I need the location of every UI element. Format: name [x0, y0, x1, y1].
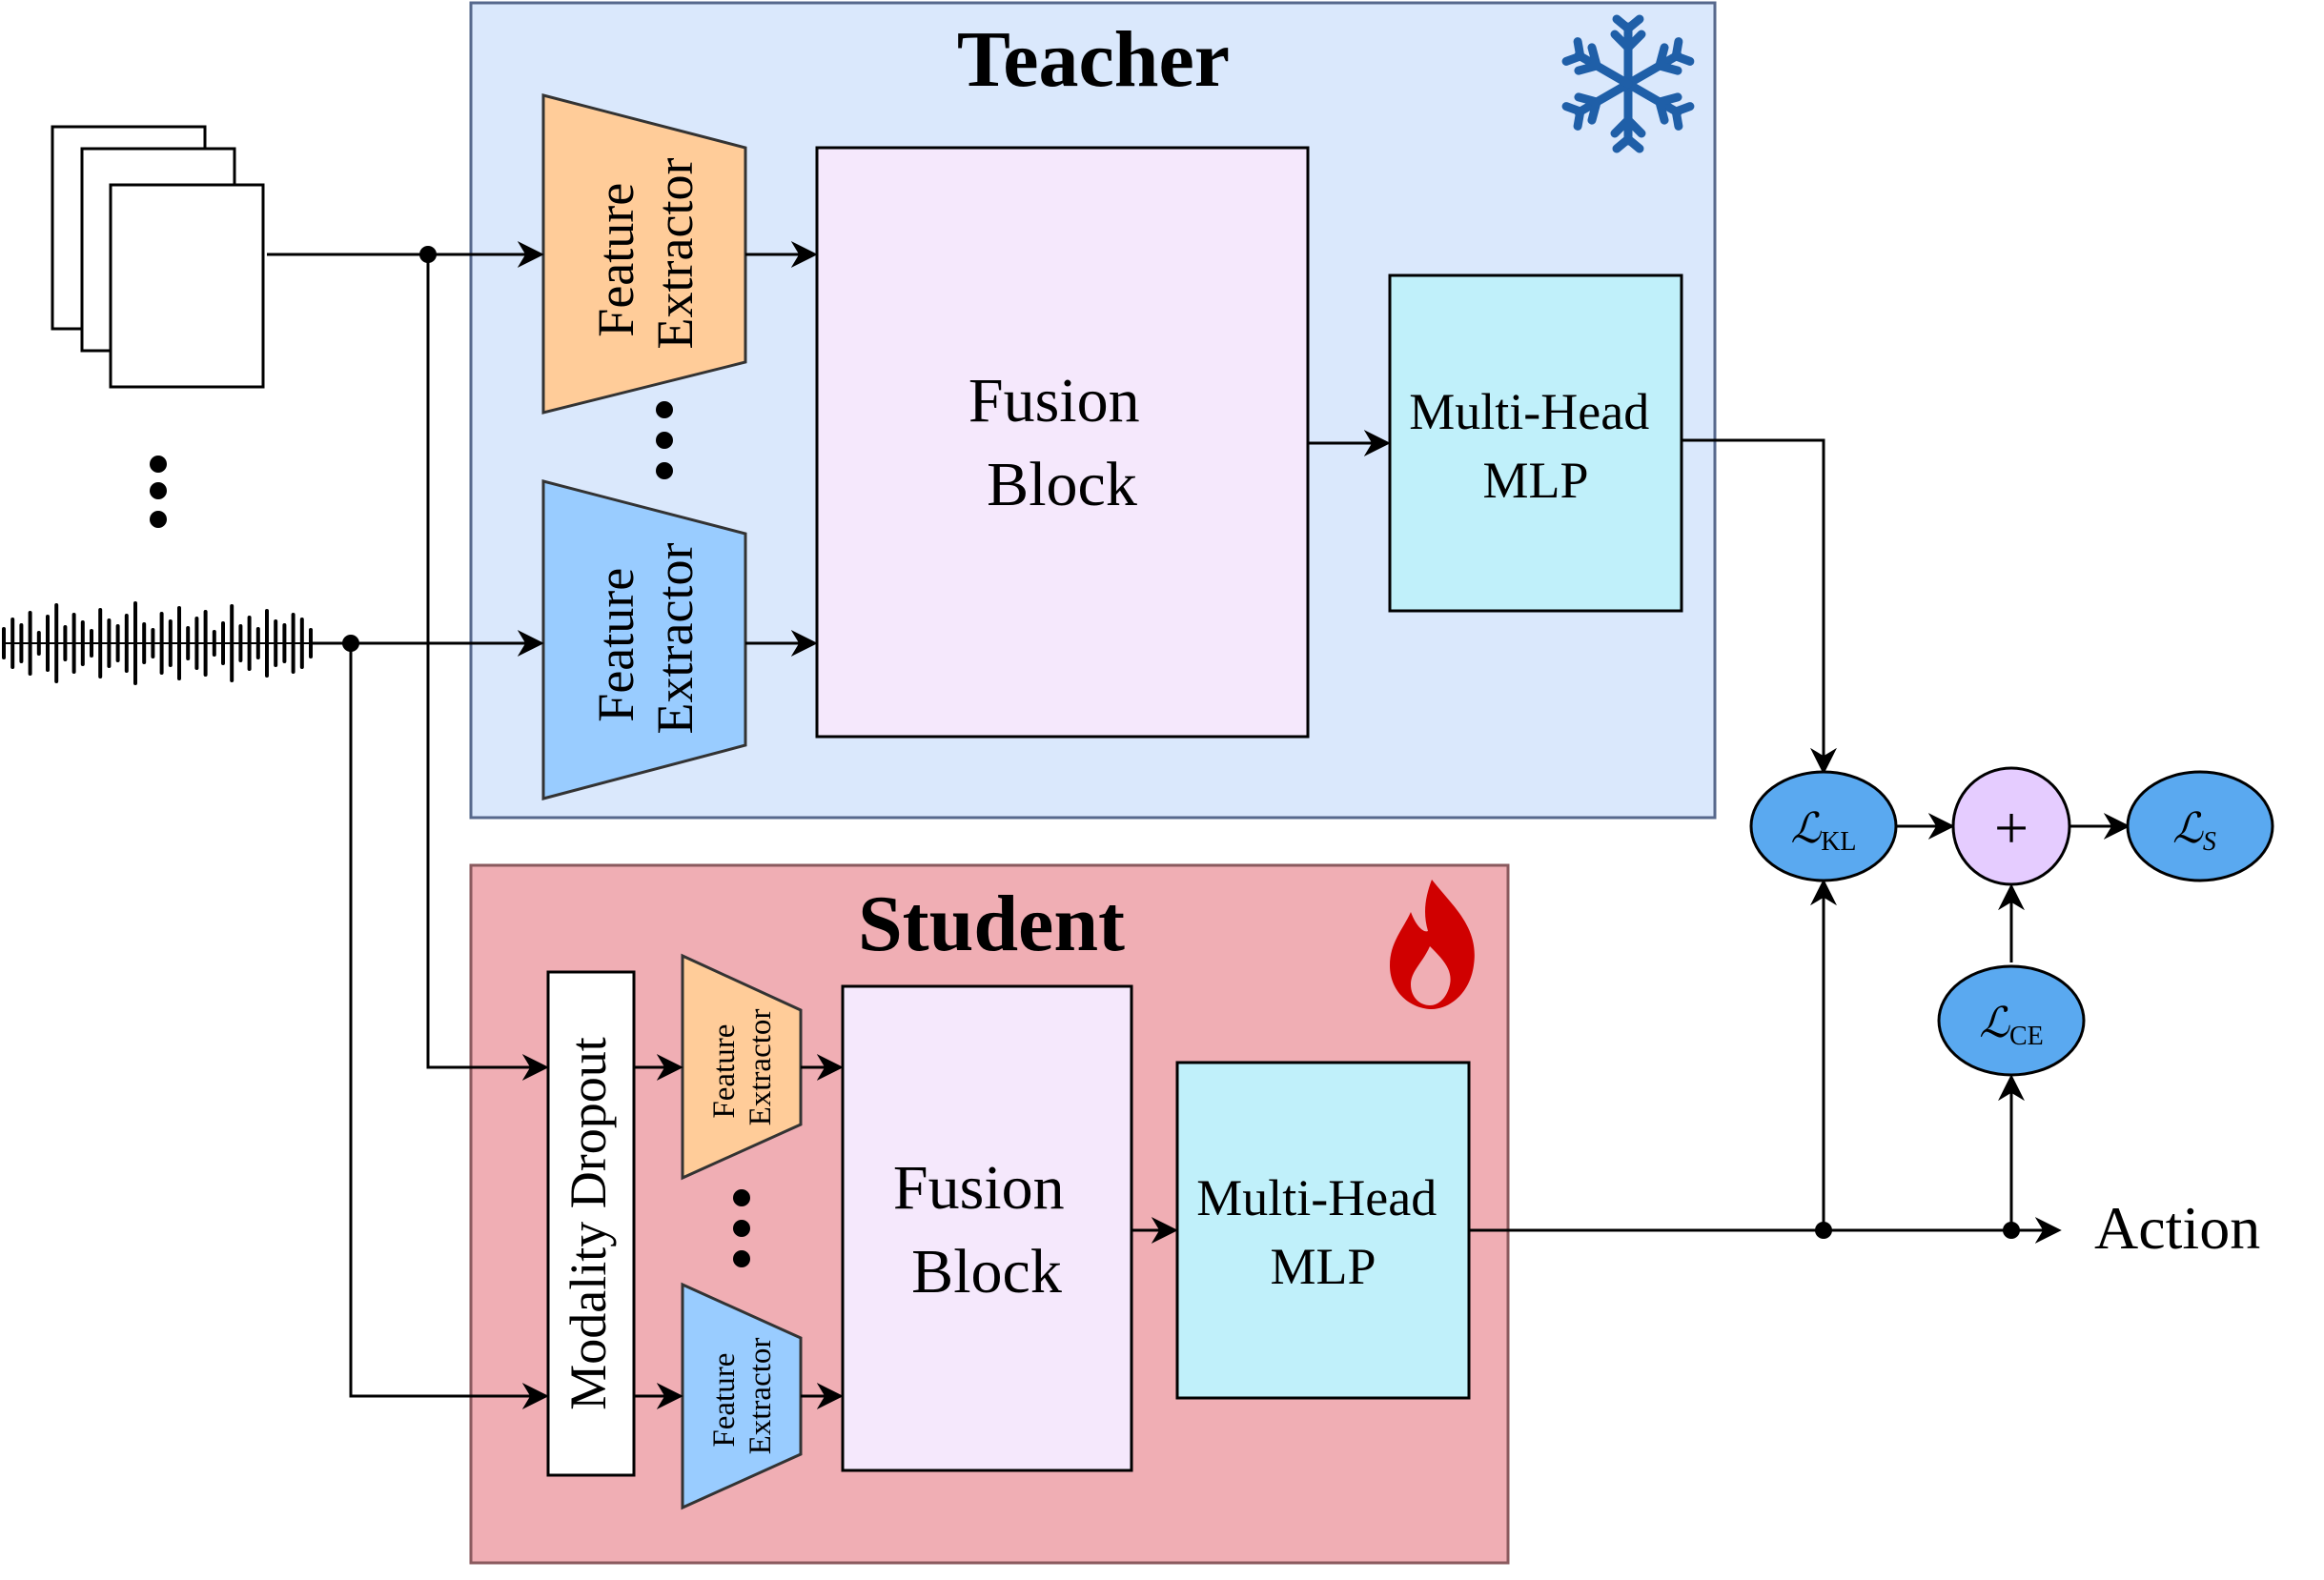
junction-dots [342, 246, 437, 652]
svg-text:Fusion Block: Fusion Block [893, 1153, 1080, 1307]
loss-ce-node: ℒCE [1937, 964, 2086, 1077]
student-mlp-line1: Multi-Head [1196, 1169, 1437, 1226]
student-fusion-block: Fusion Block [841, 984, 1133, 1472]
sum-symbol: + [1994, 794, 2028, 861]
student-fe2-line1: Feature [707, 1353, 742, 1448]
svg-text:Fusion Block: Fusion Block [968, 366, 1155, 519]
teacher-fe1-line1: Feature [587, 183, 644, 337]
student-arrows [634, 1054, 1178, 1409]
student-title: Student [858, 880, 1125, 968]
svg-text:Feature Extractor: Feature Extractor [707, 1338, 778, 1455]
teacher-fe2-line1: Feature [587, 568, 644, 722]
loss-s-symbol: ℒ [2172, 805, 2204, 852]
svg-text:ℒCE: ℒCE [1979, 1000, 2043, 1051]
loss-kl-symbol: ℒ [1790, 805, 1822, 852]
teacher-fusion-line1: Fusion [968, 366, 1140, 436]
student-mlp-line2: MLP [1270, 1238, 1376, 1295]
sum-node: + [1951, 766, 2071, 886]
loss-s-subscript: S [2203, 827, 2216, 857]
output-connectors [1469, 438, 2130, 1244]
waveform-icon [2, 601, 313, 685]
loss-ce-symbol: ℒ [1979, 1000, 2010, 1046]
teacher-mlp-line2: MLP [1482, 452, 1588, 509]
svg-text:Feature Extractor: Feature Extractor [707, 1009, 778, 1126]
teacher-fusion-line2: Block [987, 450, 1137, 519]
svg-text:Feature Extractor: Feature Extractor [587, 543, 703, 735]
flame-icon [1390, 880, 1475, 1009]
modality-dropout-label: Modality Dropout [560, 1037, 617, 1409]
student-fe1-line1: Feature [707, 1024, 742, 1119]
image-frames-icon [51, 125, 265, 389]
student-fusion-line1: Fusion [893, 1153, 1065, 1223]
teacher-panel: Teacher Feature Extractor [469, 1, 1717, 820]
loss-s-node: ℒS [2126, 770, 2274, 882]
teacher-fe1-line2: Extractor [646, 158, 703, 350]
teacher-fe2-line2: Extractor [646, 543, 703, 735]
output-junction-dots [1815, 1222, 2020, 1239]
student-fe1-line2: Extractor [744, 1009, 778, 1126]
vertical-ellipsis-icon [150, 456, 167, 528]
modality-dropout-block: Modality Dropout [546, 970, 636, 1477]
teacher-fusion-block: Fusion Block [815, 146, 1310, 739]
input-connectors [267, 241, 549, 1409]
svg-text:Multi-Head MLP: Multi-Head MLP [1409, 383, 1661, 509]
loss-kl-node: ℒKL [1749, 770, 1898, 882]
svg-text:Multi-Head MLP: Multi-Head MLP [1196, 1169, 1449, 1295]
svg-text:ℒKL: ℒKL [1790, 805, 1856, 857]
teacher-mlp: Multi-Head MLP [1388, 273, 1683, 613]
student-mlp: Multi-Head MLP [1175, 1061, 1471, 1400]
teacher-feature-extractor-audio: Feature Extractor [541, 479, 747, 800]
student-fusion-line2: Block [911, 1237, 1062, 1307]
teacher-feature-extractor-image: Feature Extractor [541, 93, 747, 415]
teacher-title: Teacher [957, 15, 1230, 104]
loss-kl-subscript: KL [1821, 827, 1856, 857]
student-panel: Student Modality Dropout Feature Extract… [469, 863, 1510, 1565]
vertical-ellipsis-icon [656, 401, 673, 479]
action-label: Action [2094, 1194, 2260, 1262]
student-fe2-line2: Extractor [744, 1338, 778, 1455]
loss-ce-subscript: CE [2009, 1022, 2044, 1051]
svg-text:Feature Extractor: Feature Extractor [587, 158, 703, 350]
teacher-mlp-line1: Multi-Head [1409, 383, 1649, 440]
student-feature-extractor-image: Feature Extractor [681, 953, 803, 1181]
vertical-ellipsis-icon [733, 1189, 750, 1267]
student-feature-extractor-audio: Feature Extractor [681, 1282, 803, 1510]
snowflake-icon [1565, 14, 1691, 149]
teacher-arrows [745, 241, 1391, 657]
svg-text:ℒS: ℒS [2172, 805, 2216, 857]
